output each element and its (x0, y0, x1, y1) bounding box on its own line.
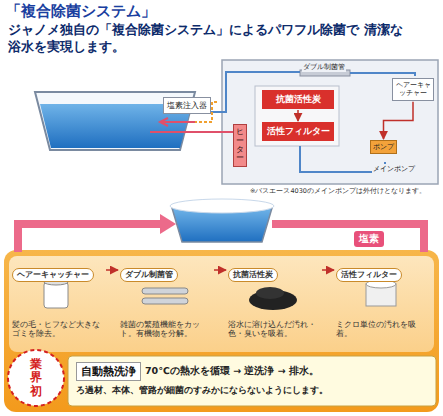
node-text: 雑菌の繁殖機能をカット。有機物を分解。 (120, 320, 212, 339)
pipe (350, 73, 415, 76)
stage-box: ヘアーキャッチャー髪の毛・ヒフなど大きなゴミを除去。 (12, 262, 104, 339)
diagram-title: 「複合除菌システム」 (6, 2, 156, 21)
injector-box: 塩素注入器 (163, 97, 211, 114)
heater-box: ヒーター (233, 124, 247, 167)
process-box: 活性フィルター (262, 122, 334, 141)
hair-catcher-icon (44, 279, 68, 308)
info-box: 自動熱洗浄 70℃の熱水を循環 → 逆洗浄 → 排水。ろ過材、本体、管路が細菌のす… (72, 359, 432, 399)
badge: 業界初 (30, 358, 42, 398)
flow-connector (106, 269, 118, 271)
node-text: ポンプ (373, 142, 394, 152)
process-band (4, 250, 439, 412)
node-text: ヒーター (236, 128, 244, 163)
process-panel (9, 256, 434, 352)
chemical-label: 塩素 (354, 231, 384, 247)
carbon-icon (249, 287, 297, 310)
node-text: ミクロ単位の汚れを吸着。 (336, 320, 428, 339)
node-text: ろ過材、本体、管路が細菌のすみかにならないようにします。 (76, 384, 428, 397)
node-text: 活性フィルター (264, 125, 332, 138)
node-text: ヘアーキャッチャー (395, 81, 431, 98)
arrow (160, 121, 195, 123)
flow-connector (384, 102, 414, 139)
node-text: 抗菌活性炭 (228, 268, 278, 282)
node-text: 塩素注入器 (167, 100, 207, 111)
arrowhead (160, 214, 176, 234)
flow-connector (214, 269, 226, 271)
node-text: 髪の毛・ヒフなど大きなゴミを除去。 (12, 320, 104, 339)
process-box: ヘアーキャッチャー (392, 78, 434, 101)
part-label: ダブル制菌管 (302, 62, 346, 72)
flow-arrow (272, 224, 424, 252)
flow-connector (322, 269, 334, 271)
foam (170, 199, 274, 213)
process-box: 抗菌活性炭 (262, 90, 334, 109)
node-text: 業界初 (30, 358, 42, 398)
node-text: 活性フィルター (336, 268, 402, 282)
badge-ring (8, 350, 64, 406)
subtitle: ジャノメ独自の「複合除菌システム」によるパワフル除菌で 清潔な浴水を実現します。 (8, 22, 413, 56)
filter-tank (255, 86, 339, 146)
unit-housing (222, 60, 438, 184)
pipe (150, 131, 240, 133)
node-text: 自動熱洗浄 (76, 362, 141, 381)
node-text: ヘアーキャッチャー (12, 268, 94, 282)
sterilizer-icon (142, 288, 188, 304)
node-text: ダブル制菌管 (120, 268, 178, 282)
flow-connector (297, 110, 299, 121)
arrow (160, 118, 168, 126)
stage-box: 活性フィルターミクロ単位の汚れを吸着。 (336, 262, 428, 339)
pump-box: ポンプ (370, 140, 397, 154)
filter-icon (366, 280, 396, 306)
node-text: 70℃の熱水を循環 → 逆洗浄 → 排水。 (145, 365, 319, 378)
part-label: メインポンプ (372, 164, 416, 174)
stage-box: ダブル制菌管雑菌の繁殖機能をカット。有機物を分解。 (120, 262, 212, 339)
node-text: 抗菌活性炭 (264, 93, 332, 106)
cleaning-panel (68, 356, 436, 406)
node-text: 浴水に溶け込んだ汚れ・色・臭いを吸着。 (228, 320, 320, 339)
footnote: ※バスエース4030のメインポンプは外付けとなります。 (250, 187, 426, 196)
flow-arrow (18, 224, 166, 252)
stage-box: 抗菌活性炭浴水に溶け込んだ汚れ・色・臭いを吸着。 (228, 262, 320, 339)
